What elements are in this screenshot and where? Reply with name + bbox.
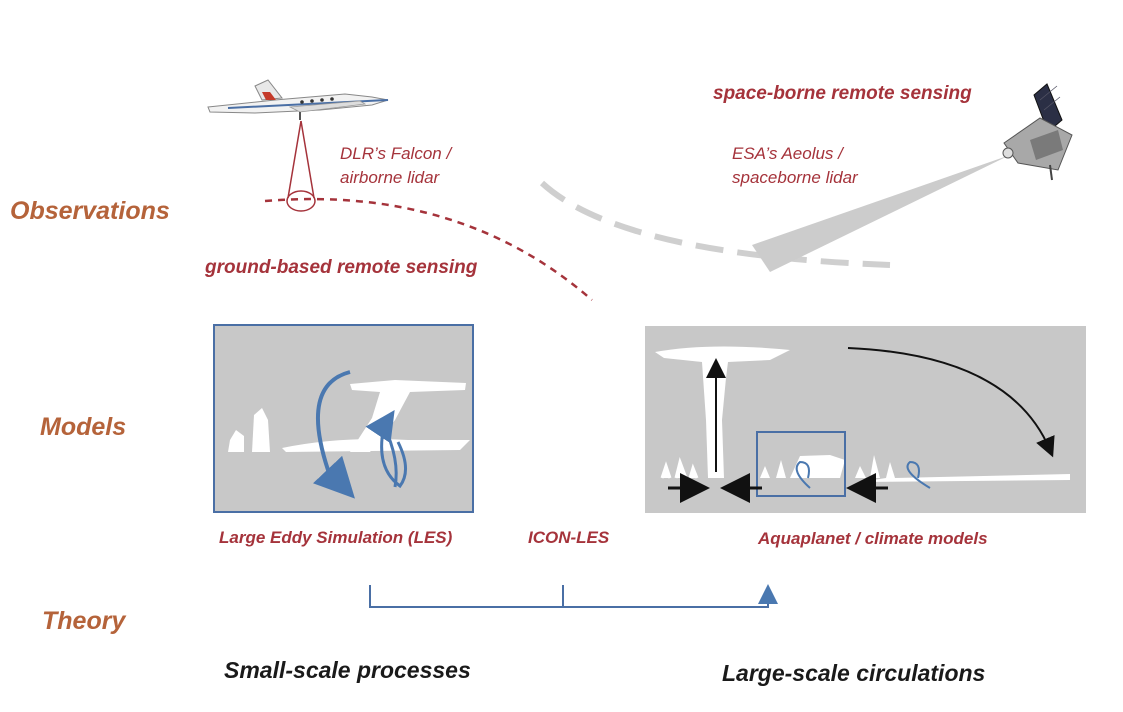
ground-based-arc: [264, 197, 593, 301]
spaceborne-note-line1: ESA’s Aeolus /: [732, 144, 843, 163]
airborne-note-line1: DLR’s Falcon /: [340, 144, 452, 163]
aquaplanet-panel: [645, 326, 1086, 513]
spaceborne-note: ESA’s Aeolus / spaceborne lidar: [732, 142, 858, 190]
icon-les-label: ICON-LES: [528, 528, 610, 547]
spaceborne-beam: [752, 155, 1010, 272]
lidar-cone-icon: [286, 120, 316, 212]
les-panel: [213, 324, 474, 513]
row-label-theory: Theory: [42, 607, 126, 635]
spaceborne-title: space-borne remote sensing: [713, 83, 972, 104]
airborne-note: DLR’s Falcon / airborne lidar: [340, 142, 451, 190]
satellite-icon: [1002, 83, 1073, 181]
airplane-icon: [207, 79, 389, 120]
airborne-note-line2: airborne lidar: [340, 168, 440, 187]
scale-bracket: [369, 584, 778, 608]
ground-based-label: ground-based remote sensing: [205, 257, 478, 278]
large-scale-label: Large-scale circulations: [722, 660, 986, 686]
row-label-observations: Observations: [10, 197, 170, 225]
row-label-models: Models: [40, 413, 127, 441]
les-label: Large Eddy Simulation (LES): [219, 528, 453, 547]
small-scale-label: Small-scale processes: [224, 657, 471, 683]
spaceborne-note-line2: spaceborne lidar: [732, 168, 858, 187]
aquaplanet-label: Aquaplanet / climate models: [758, 529, 988, 548]
spaceborne-arc: [539, 180, 891, 268]
